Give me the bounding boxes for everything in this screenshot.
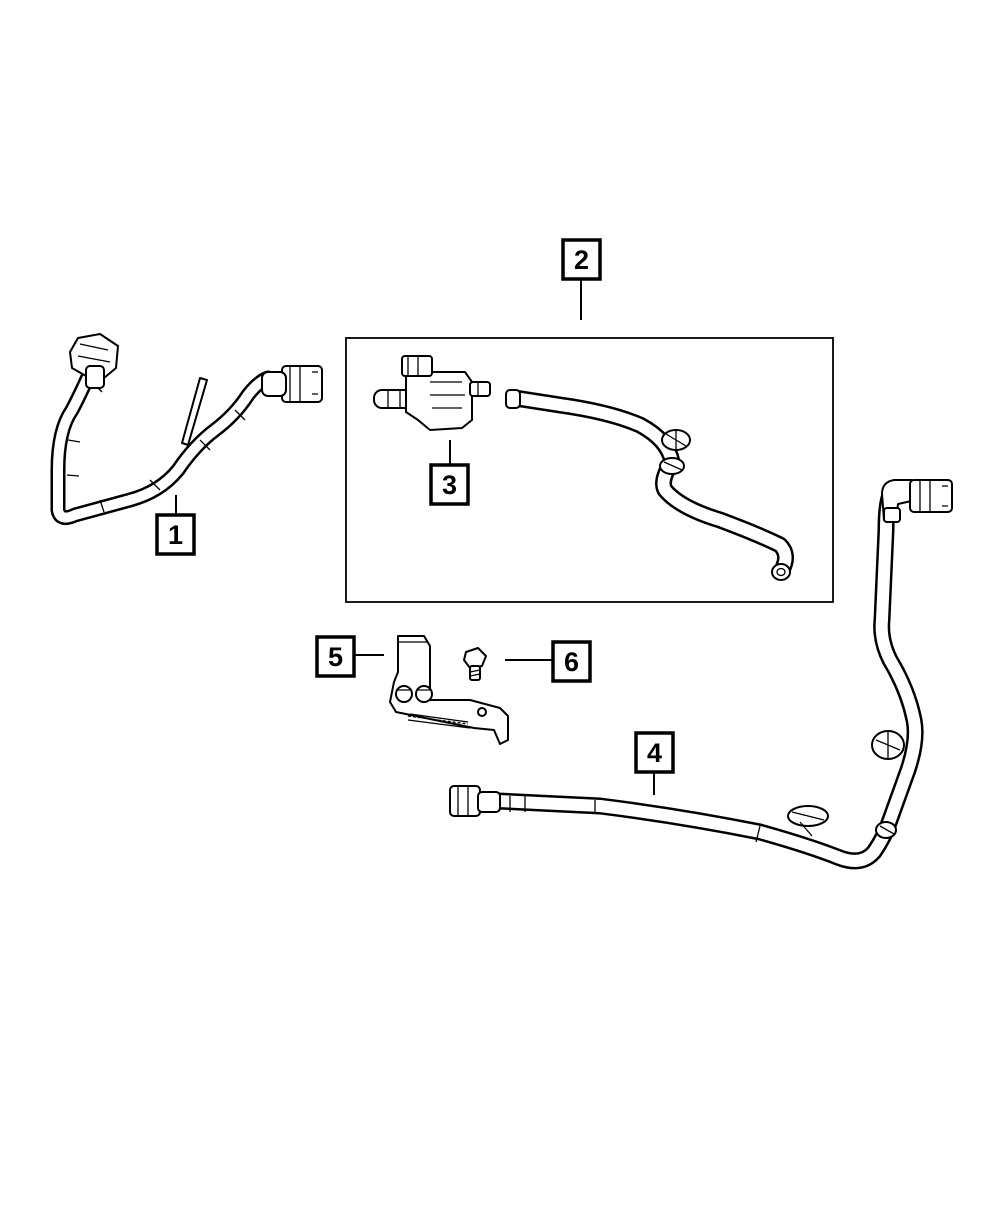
callout-1: 1 [155,513,196,556]
callout-2: 2 [561,238,602,281]
part-1-hose [50,333,323,526]
callout-3: 3 [429,463,470,506]
svg-text:3: 3 [442,470,457,500]
assembly-frame [345,337,834,603]
part-6-screw [463,647,487,681]
svg-text:6: 6 [564,647,579,677]
callout-6: 6 [551,640,592,683]
svg-text:1: 1 [168,520,183,550]
part-4-hose [449,479,953,870]
part-3-purge-valve [373,355,491,431]
svg-text:2: 2 [574,245,589,275]
svg-text:5: 5 [328,642,343,672]
callout-5: 5 [315,635,356,678]
svg-text:4: 4 [647,738,662,768]
callout-4: 4 [634,731,675,774]
part-2-hose [505,389,794,581]
part-5-bracket [389,635,509,745]
